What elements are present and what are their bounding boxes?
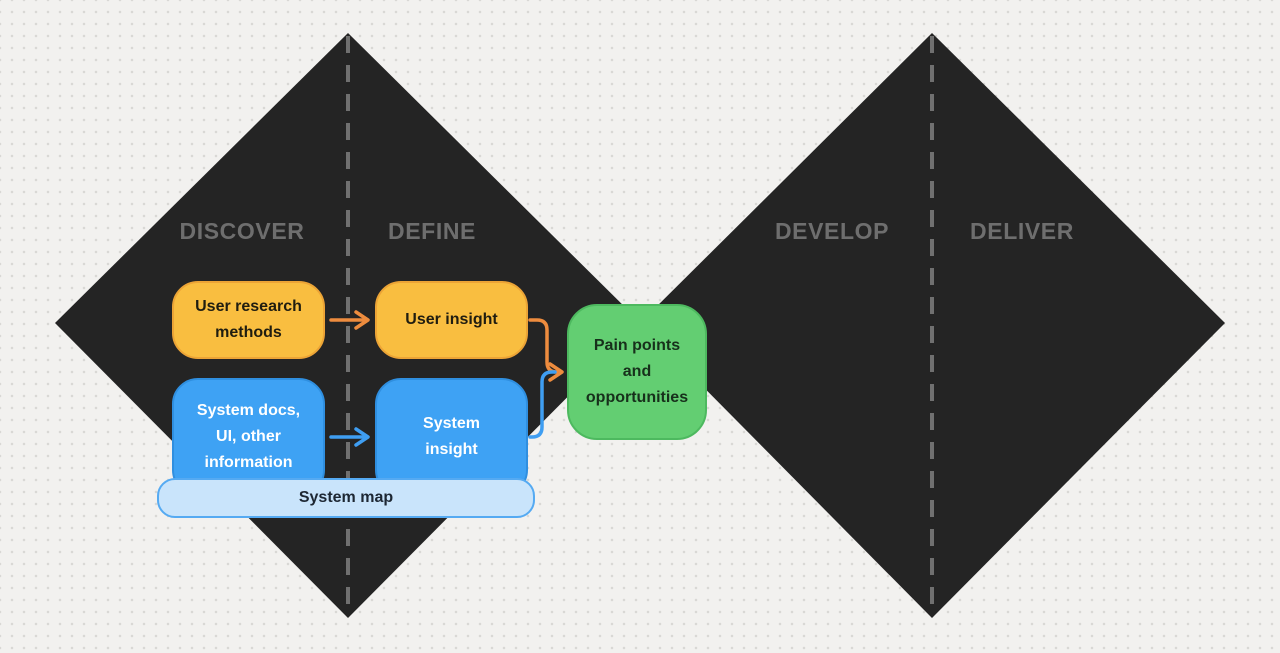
- connector-system-insight-to-pain-points: [528, 370, 557, 439]
- node-user-insight[interactable]: User insight: [375, 281, 528, 359]
- node-system-map[interactable]: System map: [157, 478, 535, 518]
- node-system-insight-label: System insight: [423, 415, 480, 458]
- node-system-docs-label: System docs, UI, other information: [196, 402, 301, 471]
- develop-deliver-diamond: [640, 33, 1225, 618]
- node-user-insight-label: User insight: [405, 311, 498, 328]
- phase-label-deliver: DELIVER: [970, 218, 1074, 244]
- arrow-user-research-to-user-insight: [329, 310, 370, 330]
- node-pain-points-label: Pain points and opportunities: [585, 337, 689, 406]
- node-user-research-methods[interactable]: User research methods: [172, 281, 325, 359]
- phase-label-develop: DEVELOP: [774, 218, 890, 244]
- node-system-map-label: System map: [298, 489, 394, 506]
- node-pain-points-and-opportunities[interactable]: Pain points and opportunities: [567, 304, 707, 440]
- node-user-research-methods-label: User research methods: [195, 298, 302, 341]
- arrow-system-docs-to-system-insight: [329, 427, 370, 447]
- discover-define-diamond: [55, 33, 641, 618]
- phase-label-define: DEFINE: [388, 218, 476, 244]
- phase-label-discover: DISCOVER: [179, 218, 305, 244]
